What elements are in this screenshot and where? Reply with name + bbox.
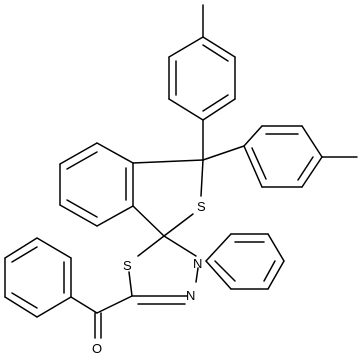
bond — [301, 125, 323, 158]
bond — [301, 156, 323, 188]
double-bond-inner — [251, 147, 267, 180]
bond — [163, 235, 197, 257]
bond — [132, 205, 165, 237]
double-bond-inner — [202, 94, 229, 112]
double-bond-inner — [11, 292, 38, 309]
bond — [4, 237, 38, 259]
double-bond-inner — [66, 151, 98, 170]
bond — [202, 145, 245, 161]
double-bond-inner — [297, 156, 314, 181]
atom-label-o-carbonyl: O — [92, 341, 102, 356]
bond — [267, 260, 285, 290]
bond — [205, 260, 232, 290]
thiophene-ring — [132, 119, 245, 237]
bond — [59, 142, 98, 165]
tolyl-ring-top — [168, 4, 236, 121]
atom-label-n-ring: N — [193, 256, 202, 271]
n-phenyl-ring — [205, 233, 285, 290]
bond — [195, 267, 199, 283]
bond — [36, 296, 72, 318]
benzoyl-phenyl-ring — [4, 237, 72, 318]
double-bond-inner — [11, 246, 38, 263]
double-bond-inner — [214, 260, 236, 282]
bond — [137, 235, 165, 257]
bond — [59, 204, 98, 227]
bond — [4, 296, 38, 318]
atom-label-s-thio: S — [197, 199, 206, 214]
atom-label-n-imine: N — [186, 288, 195, 303]
bond — [96, 205, 134, 227]
bond — [243, 145, 263, 188]
bond — [202, 98, 236, 121]
bond — [243, 125, 263, 147]
bond — [132, 159, 204, 164]
bond — [36, 237, 72, 259]
bond — [200, 159, 204, 197]
tolyl-ring-right — [243, 125, 358, 188]
benzo-ring — [59, 142, 134, 227]
double-bond-inner — [66, 199, 98, 218]
bond — [70, 296, 98, 314]
bond — [267, 233, 285, 262]
bond — [128, 271, 133, 297]
bond — [163, 213, 194, 237]
bond — [168, 36, 204, 58]
bond — [96, 295, 133, 314]
bond — [202, 36, 236, 58]
bond — [168, 98, 204, 121]
bond — [205, 233, 232, 262]
double-bond-inner — [202, 44, 229, 62]
benzoyl-group — [70, 295, 133, 339]
bond — [96, 142, 134, 164]
thiadiazoline-ring — [128, 235, 199, 305]
atom-label-s-ring: S — [123, 258, 132, 273]
double-bond-inner — [263, 260, 276, 282]
